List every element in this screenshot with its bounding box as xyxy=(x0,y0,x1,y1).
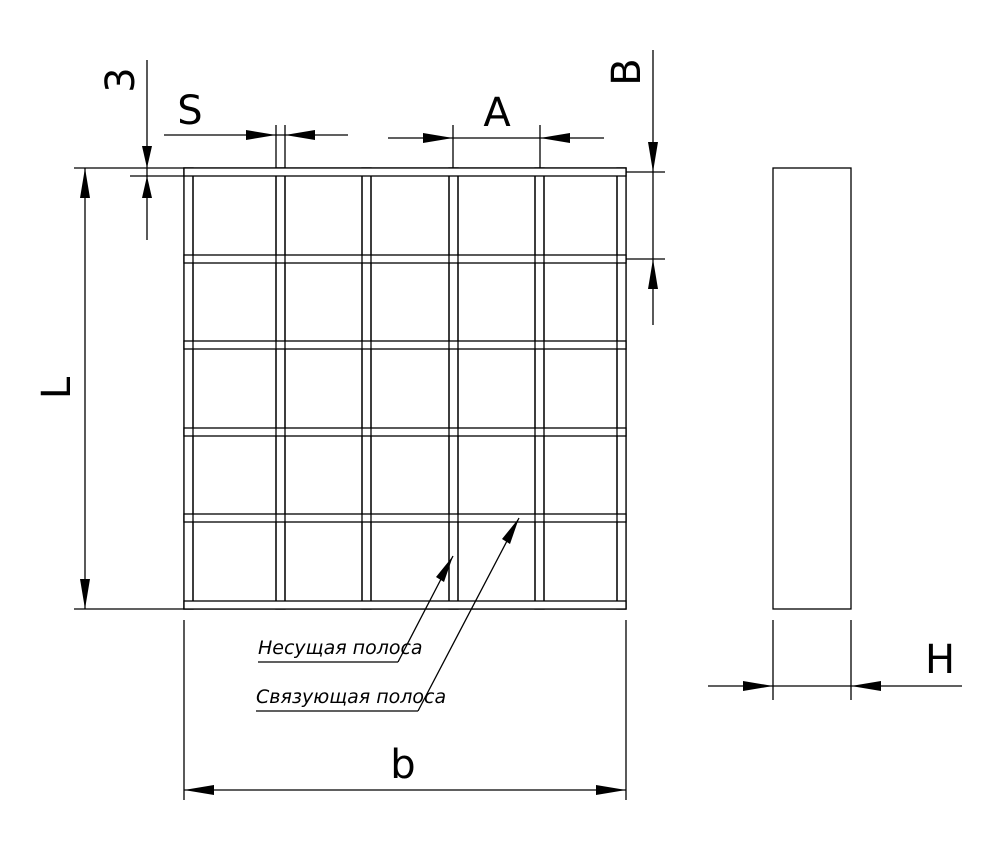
step-s-label: S xyxy=(177,88,202,134)
cross-bar-label: Связующая полоса xyxy=(256,686,446,708)
cross-bar xyxy=(183,340,627,350)
bearing-bar xyxy=(275,167,286,610)
bearing-bar xyxy=(534,167,545,610)
callout-bearing-bar: Несущая полоса xyxy=(258,555,454,663)
cross-bar xyxy=(183,254,627,264)
cross-bar xyxy=(183,427,627,437)
dimension-thickness: 3 xyxy=(74,60,184,240)
bearing-bar xyxy=(183,167,194,610)
thickness-label: 3 xyxy=(98,67,144,92)
grating-front-view xyxy=(183,167,627,610)
dimension-width: b xyxy=(183,620,627,800)
height-label: H xyxy=(925,637,955,683)
dimension-s: S xyxy=(164,88,348,168)
cross-bar xyxy=(183,513,627,523)
dimension-a: A xyxy=(388,90,604,168)
grating-side-view xyxy=(772,167,852,610)
cell-b-label: B xyxy=(604,58,650,85)
bearing-bar xyxy=(448,167,459,610)
width-label: b xyxy=(390,742,415,788)
cross-bar xyxy=(183,600,627,610)
dimension-b: B xyxy=(604,50,665,325)
length-label: L xyxy=(34,376,80,399)
dimension-h: H xyxy=(708,620,962,700)
dimension-l: L xyxy=(34,168,184,610)
cross-bar xyxy=(183,167,627,177)
cell-a-label: A xyxy=(483,90,511,136)
bearing-bar xyxy=(361,167,372,610)
bearing-bar xyxy=(616,167,627,610)
bearing-bar-label: Несущая полоса xyxy=(258,637,423,659)
callout-cross-bar: Связующая полоса xyxy=(256,517,520,712)
grating-frame xyxy=(183,167,627,610)
